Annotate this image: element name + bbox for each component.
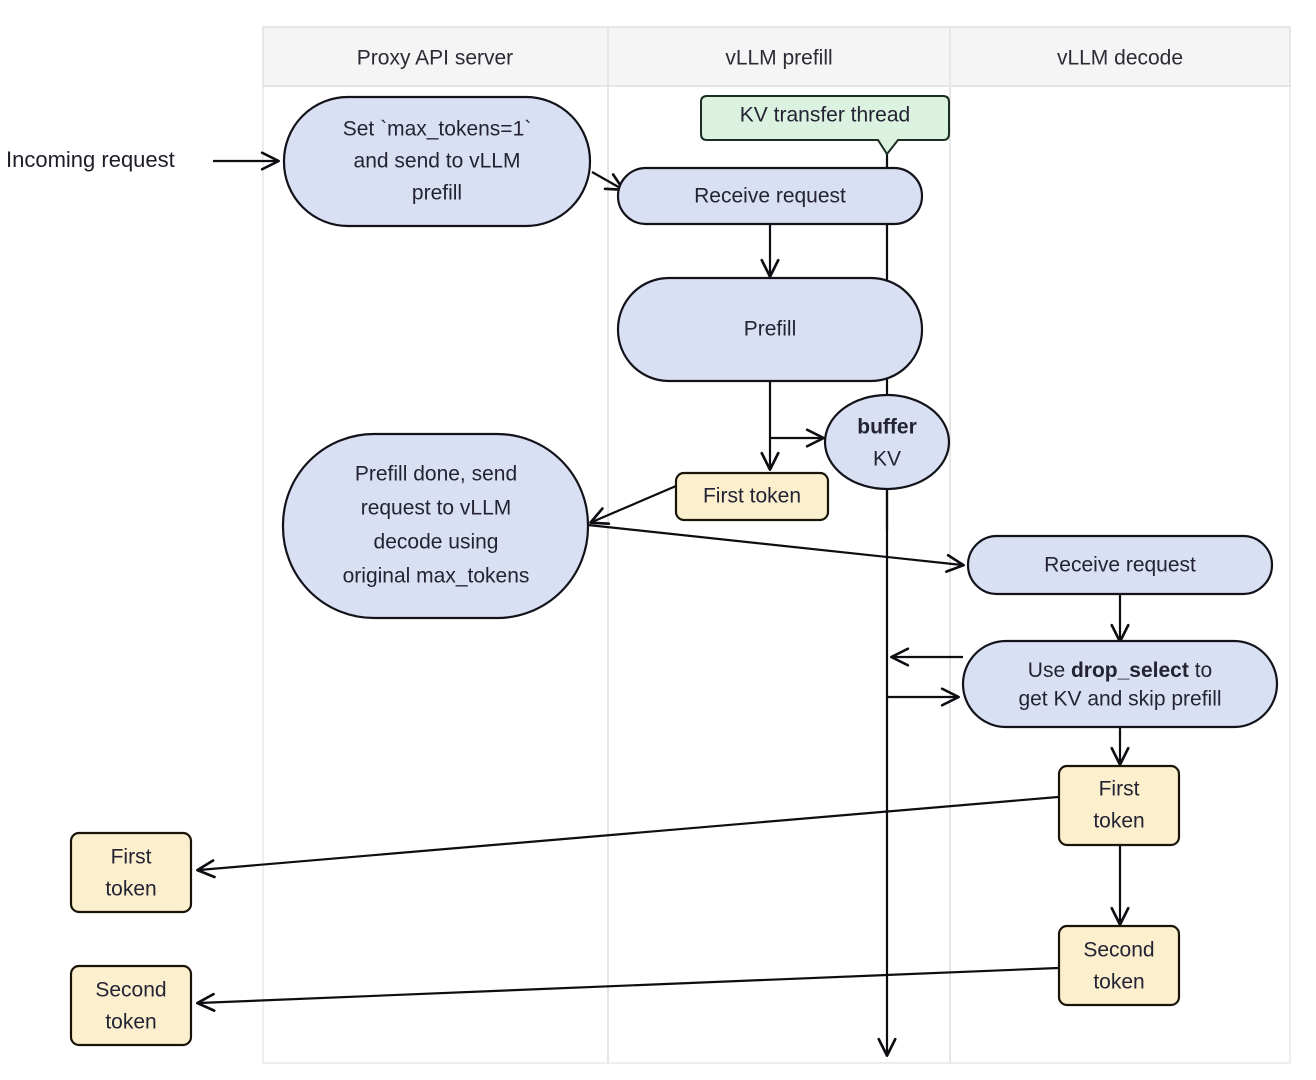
node-set-max-tokens[interactable]: Set `max_tokens=1` and send to vLLM pref… — [282, 95, 592, 228]
node-out-second-token-line-0: Second — [95, 979, 166, 1002]
node-prefill-first-token-label: First token — [703, 485, 801, 508]
node-set-max-tokens-line-1: and send to vLLM — [354, 150, 521, 173]
node-decode-first-token-line-0: First — [1099, 778, 1140, 801]
node-decode-second-token[interactable]: Second token — [1057, 924, 1181, 1007]
node-buffer-kv[interactable]: buffer KV — [823, 393, 951, 491]
node-prefill-done-line-3: original max_tokens — [343, 565, 530, 588]
node-out-first-token-line-1: token — [105, 878, 156, 901]
edge-first-token-to-proxy — [589, 484, 677, 526]
node-out-first-token-line-0: First — [111, 846, 152, 869]
node-prefill-done-line-0: Prefill done, send — [355, 463, 517, 486]
node-out-second-token-line-1: token — [105, 1011, 156, 1034]
node-out-first-token-shape — [69, 831, 193, 914]
node-decode-second-token-line-0: Second — [1083, 939, 1154, 962]
node-drop-select-shape — [961, 639, 1279, 729]
edge-first-token-out — [196, 795, 1059, 879]
node-decode-first-token-line-1: token — [1093, 810, 1144, 833]
node-drop-select-line-0: Use drop_select to — [1028, 659, 1212, 682]
drop-select-text-use: Use — [1028, 659, 1071, 682]
node-drop-select[interactable]: Use drop_select to get KV and skip prefi… — [961, 639, 1279, 729]
node-prefill-first-token[interactable]: First token — [674, 471, 830, 522]
node-decode-receive-request-label: Receive request — [1044, 554, 1196, 577]
node-decode-receive-request[interactable]: Receive request — [966, 534, 1274, 596]
node-buffer-kv-line-0: buffer — [857, 416, 917, 439]
node-prefill-receive-request[interactable]: Receive request — [616, 166, 924, 226]
node-kv-transfer-thread-shape — [700, 95, 950, 156]
node-prefill-done[interactable]: Prefill done, send request to vLLM decod… — [281, 432, 590, 620]
node-prefill[interactable]: Prefill — [616, 276, 924, 383]
node-prefill-receive-request-label: Receive request — [694, 185, 846, 208]
node-decode-first-token[interactable]: First token — [1057, 764, 1181, 847]
drop-select-text-keyword: drop_select — [1071, 659, 1189, 682]
incoming-request-label: Incoming request — [6, 147, 175, 172]
node-kv-transfer-thread-label: KV transfer thread — [740, 104, 910, 127]
node-out-first-token[interactable]: First token — [69, 831, 193, 914]
lane-title-decode: vLLM decode — [1057, 47, 1183, 70]
swimlane-header-band — [262, 26, 1291, 87]
node-out-second-token-shape — [69, 964, 193, 1047]
node-drop-select-line-1: get KV and skip prefill — [1018, 688, 1221, 711]
node-kv-transfer-thread[interactable]: KV transfer thread — [700, 95, 950, 156]
node-set-max-tokens-line-2: prefill — [412, 182, 462, 205]
node-prefill-label: Prefill — [744, 318, 797, 341]
node-decode-second-token-line-1: token — [1093, 971, 1144, 994]
node-set-max-tokens-shape — [282, 95, 592, 228]
edge-proxy-to-prefill — [591, 171, 625, 192]
node-prefill-receive-request-shape — [616, 166, 924, 226]
edge-layer — [196, 151, 1130, 1057]
lane-title-prefill: vLLM prefill — [725, 47, 832, 70]
node-prefill-done-line-1: request to vLLM — [361, 497, 512, 520]
node-buffer-kv-line-1: KV — [873, 448, 901, 471]
node-prefill-done-line-2: decode using — [374, 531, 499, 554]
node-prefill-done-shape — [281, 432, 590, 620]
node-prefill-first-token-shape — [674, 471, 830, 522]
node-prefill-shape — [616, 276, 924, 383]
edge-proxy-to-decode — [587, 523, 965, 573]
lane-title-proxy: Proxy API server — [357, 47, 513, 70]
node-decode-first-token-shape — [1057, 764, 1181, 847]
edge-second-token-out — [196, 966, 1059, 1012]
node-decode-receive-request-shape — [966, 534, 1274, 596]
node-decode-second-token-shape — [1057, 924, 1181, 1007]
node-out-second-token[interactable]: Second token — [69, 964, 193, 1047]
node-buffer-kv-shape — [823, 393, 951, 491]
drop-select-text-to: to — [1189, 659, 1212, 682]
node-set-max-tokens-line-0: Set `max_tokens=1` — [343, 118, 532, 141]
